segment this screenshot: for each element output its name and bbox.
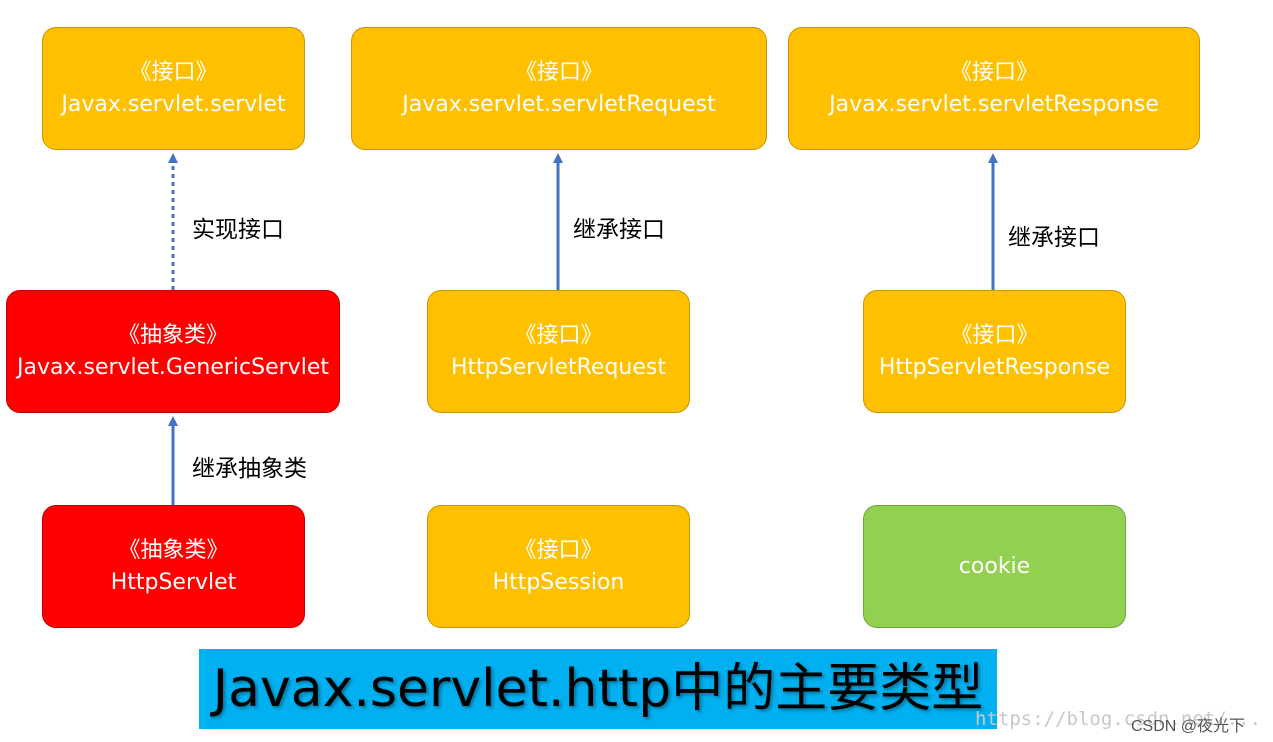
node-name-label: Javax.servlet.servletResponse [829,91,1159,117]
node-kind-label: 《接口》 [514,537,603,563]
node-kind-label: 《接口》 [129,59,218,85]
generic-servlet-abstract-node: 《抽象类》 Javax.servlet.GenericServlet [6,290,340,413]
node-name-label: Javax.servlet.servletRequest [402,91,716,117]
node-kind-label: 《接口》 [949,59,1038,85]
watermark-url: https://blog.csdn.net/... [975,708,1261,730]
servlet-interface-node: 《接口》 Javax.servlet.servlet [42,27,305,150]
servlet-response-interface-node: 《接口》 Javax.servlet.servletResponse [788,27,1200,150]
diagram-title-banner: Javax.servlet.http中的主要类型 [199,649,997,729]
http-servlet-request-interface-node: 《接口》 HttpServletRequest [427,290,690,413]
extends-response-label: 继承接口 [1008,225,1100,251]
watermark-author: CSDN @夜光下 [1130,718,1245,735]
node-kind-label: 《抽象类》 [117,322,228,348]
node-kind-label: 《接口》 [950,322,1039,348]
node-kind-label: 《接口》 [514,59,603,85]
node-kind-label: 《抽象类》 [118,537,229,563]
node-name-label: HttpServlet [110,569,237,595]
implements-label: 实现接口 [192,217,284,243]
extends-request-label: 继承接口 [573,217,665,243]
http-session-interface-node: 《接口》 HttpSession [427,505,690,628]
node-name-label: HttpServletResponse [878,354,1111,380]
extends-abstract-label: 继承抽象类 [192,456,307,482]
servlet-request-interface-node: 《接口》 Javax.servlet.servletRequest [351,27,767,150]
node-name-label: Javax.servlet.servlet [61,91,286,117]
node-kind-label: 《接口》 [514,322,603,348]
node-name-label: cookie [958,553,1031,579]
node-name-label: HttpServletRequest [451,354,666,380]
cookie-class-node: cookie [863,505,1126,628]
http-servlet-abstract-node: 《抽象类》 HttpServlet [42,505,305,628]
http-servlet-response-interface-node: 《接口》 HttpServletResponse [863,290,1126,413]
node-name-label: Javax.servlet.GenericServlet [17,354,329,380]
node-name-label: HttpSession [492,569,625,595]
